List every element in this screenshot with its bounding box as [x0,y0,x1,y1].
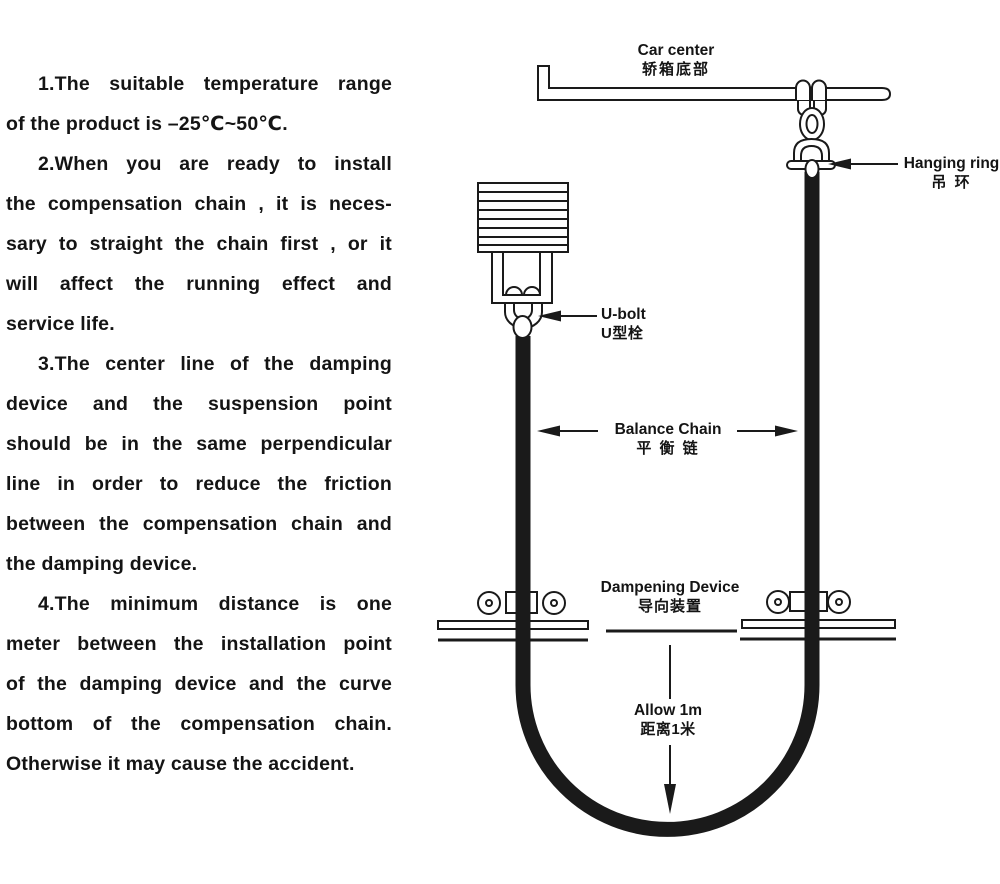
instruction-line: 4.The minimum distance is one [38,593,392,615]
instructions: 1.The suitable temperature range of the p… [6,64,392,784]
allow-distance-text: Allow 1m [633,702,703,719]
u-bolt-text: U-bolt [601,306,646,323]
instruction-line: sary to straight the chain first , or it [6,233,392,255]
allow-distance-text-zh: 距离1米 [640,721,696,738]
dampening-device-text-zh: 导向装置 [637,598,702,615]
label-dampening-device: Dampening Device 导向装置 [578,578,762,616]
label-balance-chain: Balance Chain 平 衡 链 [588,420,748,458]
balance-chain-text-zh: 平 衡 链 [636,440,700,457]
instruction-line: 2.When you are ready to install [38,153,392,175]
fixing-bracket [477,182,569,304]
car-center-text: Car center [637,42,715,59]
allow-distance-arrow [664,645,676,814]
instruction-line: between the compensation chain and [6,513,392,535]
balance-chain-text: Balance Chain [614,421,722,438]
u-bolt-text-zh: U型栓 [601,325,644,342]
instruction-line: meter between the installation point [6,633,392,655]
balance-chain-right-arrow [737,425,798,437]
dampening-device-text: Dampening Device [600,579,740,596]
guide-rails [437,619,896,642]
instruction-line: of the product is –25℃~50℃. [6,113,288,135]
instruction-line: service life. [6,313,115,335]
instruction-line: line in order to reduce the friction [6,473,392,495]
label-allow-distance: Allow 1m 距离1米 [608,701,728,739]
label-hanging-ring: Hanging ring 吊 环 [903,154,1000,192]
instruction-line: device and the suspension point [6,393,392,415]
right-chain-link [804,159,820,179]
instruction-line: should be in the same perpendicular [6,433,392,455]
hanging-ring-arrow [828,158,898,170]
hanging-ring-text-zh: 吊 环 [931,174,972,191]
instruction-line: the damping device. [6,553,198,575]
instruction-line: bottom of the compensation chain. [6,713,392,735]
label-car-center: Car center 轿箱底部 [596,41,756,79]
label-u-bolt: U-bolt U型栓 [601,305,681,343]
instruction-line: the compensation chain , it is neces- [6,193,392,215]
u-bolt-arrow [538,310,597,322]
instruction-line: of the damping device and the curve [6,673,392,695]
balance-chain-left-arrow [537,425,598,437]
car-center-text-zh: 轿箱底部 [641,61,710,78]
instruction-line: 3.The center line of the damping [38,353,392,375]
instruction-line: 1.The suitable temperature range [38,73,392,95]
instruction-line: will affect the running effect and [6,273,392,295]
instruction-line: Otherwise it may cause the accident. [6,753,355,775]
hanging-ring-text: Hanging ring [903,155,1000,172]
left-chain-link [512,315,533,339]
balance-chain-path [515,172,820,837]
